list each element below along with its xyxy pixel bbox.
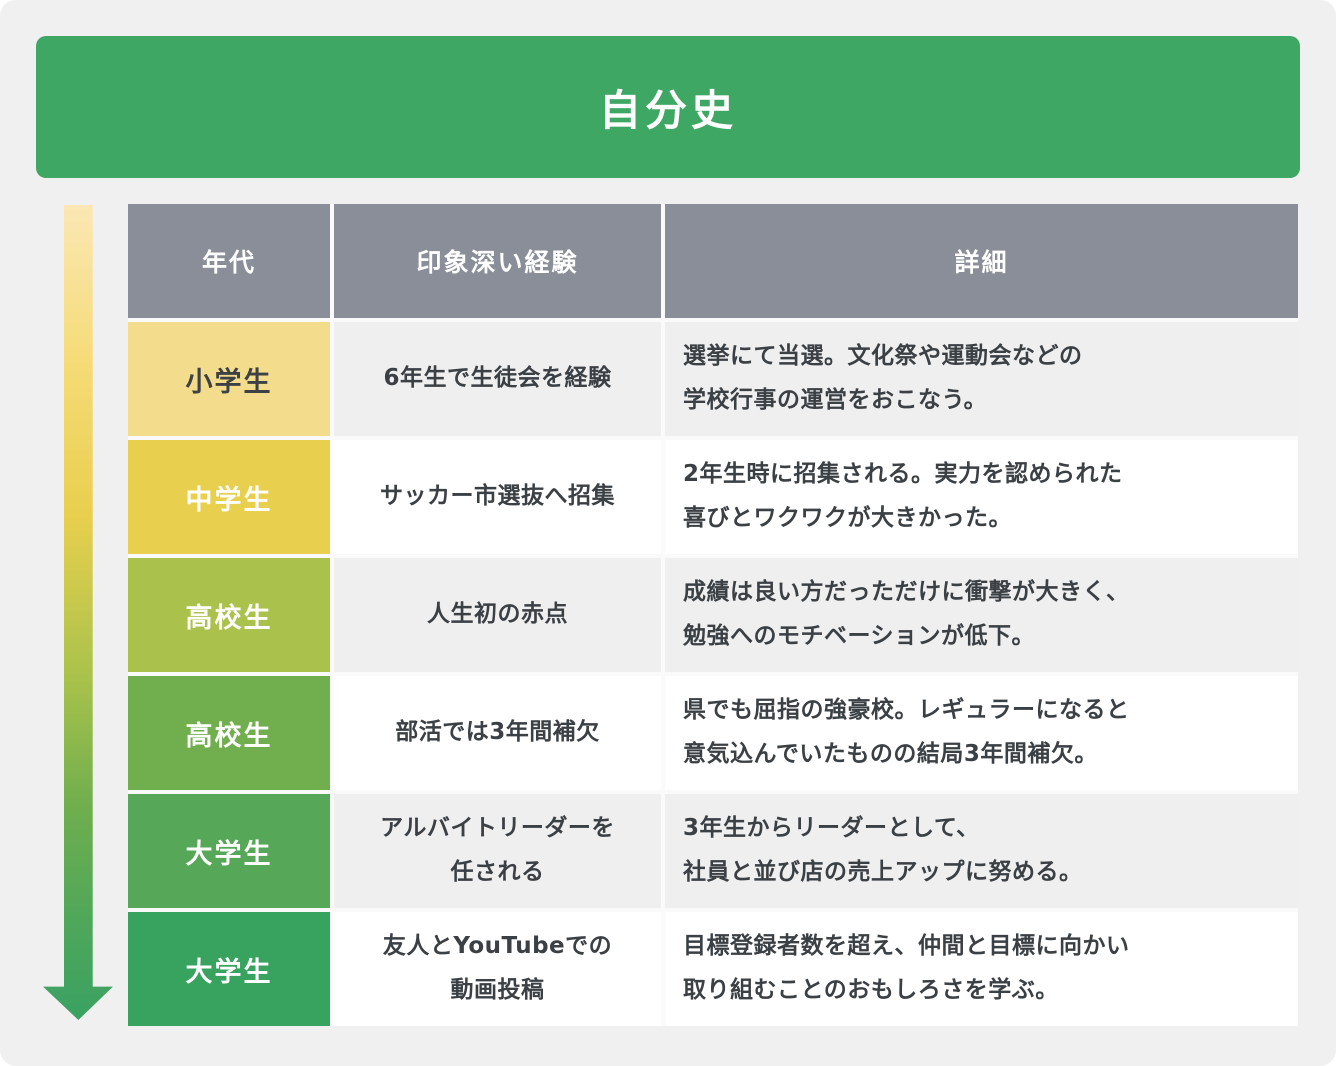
experience-cell: 6年生で生徒会を経験 — [334, 322, 661, 436]
detail-cell: 選挙にて当選。文化祭や運動会などの 学校行事の運営をおこなう。 — [665, 322, 1298, 436]
title-banner: 自分史 — [36, 36, 1300, 178]
era-cell: 高校生 — [128, 676, 330, 790]
column-header-experience: 印象深い経験 — [334, 204, 661, 318]
column-header-era: 年代 — [128, 204, 330, 318]
page-title: 自分史 — [598, 85, 737, 135]
history-table: 年代 印象深い経験 詳細 小学生 6年生で生徒会を経験 選挙にて当選。文化祭や運… — [128, 204, 1298, 1026]
experience-cell: アルバイトリーダーを 任される — [334, 794, 661, 908]
era-cell: 中学生 — [128, 440, 330, 554]
era-cell: 小学生 — [128, 322, 330, 436]
era-cell: 大学生 — [128, 912, 330, 1026]
detail-cell: 県でも屈指の強豪校。レギュラーになると 意気込んでいたものの結局3年間補欠。 — [665, 676, 1298, 790]
experience-cell: 友人とYouTubeでの 動画投稿 — [334, 912, 661, 1026]
column-header-detail: 詳細 — [665, 204, 1298, 318]
experience-cell: サッカー市選抜へ招集 — [334, 440, 661, 554]
detail-cell: 2年生時に招集される。実力を認められた 喜びとワクワクが大きかった。 — [665, 440, 1298, 554]
experience-cell: 人生初の赤点 — [334, 558, 661, 672]
era-cell: 大学生 — [128, 794, 330, 908]
experience-cell: 部活では3年間補欠 — [334, 676, 661, 790]
detail-cell: 3年生からリーダーとして、 社員と並び店の売上アップに努める。 — [665, 794, 1298, 908]
detail-cell: 成績は良い方だっただけに衝撃が大きく、 勉強へのモチベーションが低下。 — [665, 558, 1298, 672]
timeline-arrow-icon — [43, 205, 113, 1020]
era-cell: 高校生 — [128, 558, 330, 672]
detail-cell: 目標登録者数を超え、仲間と目標に向かい 取り組むことのおもしろさを学ぶ。 — [665, 912, 1298, 1026]
